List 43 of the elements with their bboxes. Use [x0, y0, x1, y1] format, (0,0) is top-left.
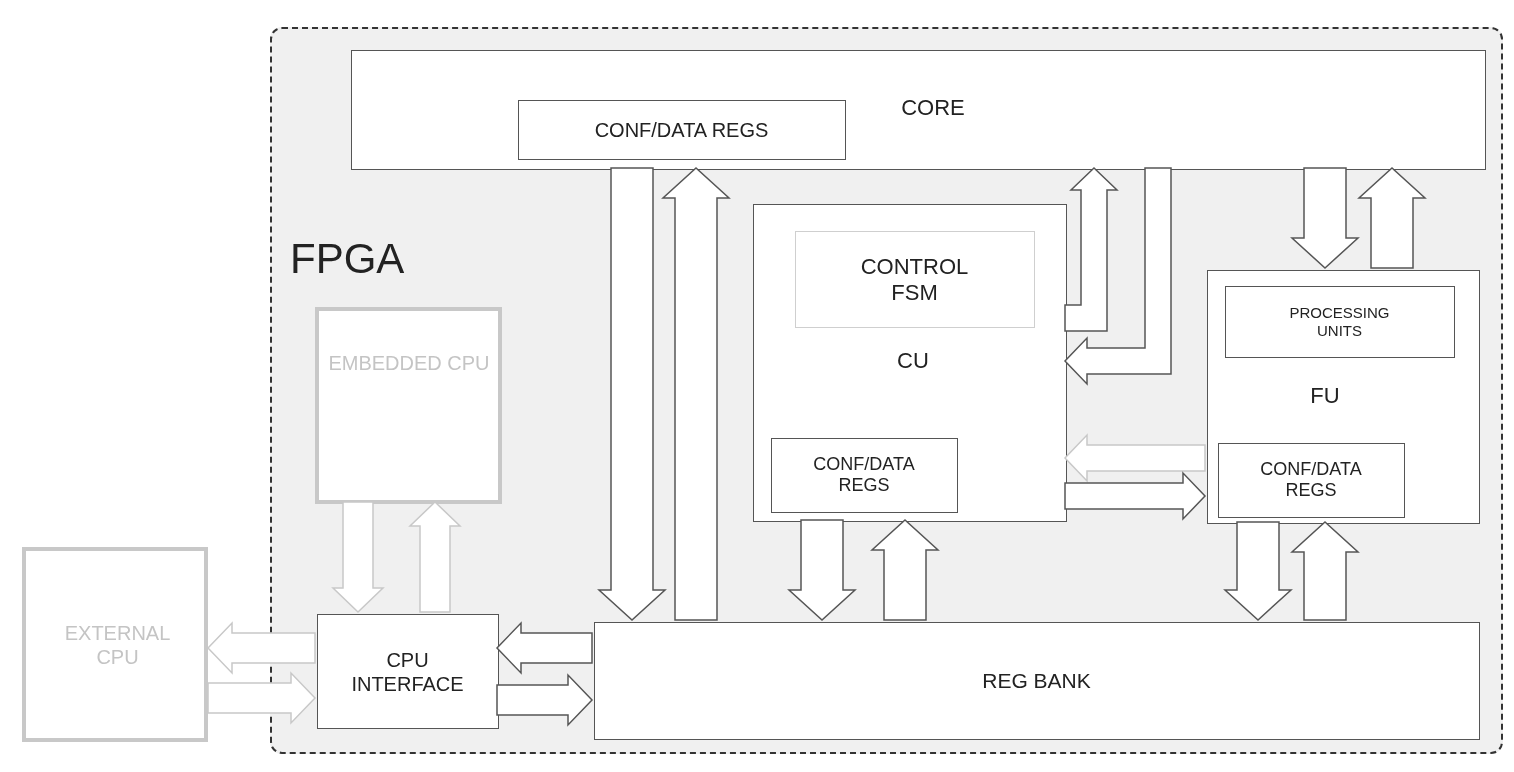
block-label: EXTERNAL CPU: [63, 620, 172, 669]
block-label: REG BANK: [981, 668, 1092, 694]
external-block-box: [22, 547, 208, 742]
bus-arrow: [1223, 521, 1293, 621]
block-label: CPU INTERFACE: [350, 647, 465, 696]
external-block-box: [315, 307, 502, 504]
block-box: [351, 50, 1486, 170]
bus-arrow: [495, 621, 593, 675]
block-label: CU: [896, 348, 930, 375]
bus-arrow: [1290, 521, 1360, 621]
block-label: FPGA: [290, 234, 406, 284]
bus-arrow: [408, 500, 462, 613]
block-box: [1207, 270, 1480, 524]
bus-arrow: [1290, 167, 1360, 269]
block-label: PROCESSING UNITS: [1288, 304, 1391, 340]
block-box: [1225, 286, 1455, 358]
block-box: [771, 438, 958, 513]
bus-arrow: [1357, 167, 1427, 269]
block-label: EMBEDDED CPU: [327, 351, 491, 375]
block-box: [795, 231, 1035, 328]
bus-arrow: [207, 671, 317, 725]
bus-arrow: [1063, 167, 1172, 386]
bus-arrow: [1064, 166, 1119, 332]
block-box: [518, 100, 846, 160]
block-label: CORE: [900, 95, 966, 122]
bus-arrow: [661, 167, 731, 621]
bus-arrow: [206, 621, 316, 675]
bus-arrow: [496, 673, 594, 727]
block-label: CONF/DATA REGS: [593, 118, 770, 142]
bus-arrow: [870, 519, 940, 621]
block-box: [1218, 443, 1405, 518]
bus-arrow: [1064, 471, 1207, 521]
bus-arrow: [787, 519, 857, 621]
bus-arrow: [331, 501, 385, 614]
block-label: FU: [1309, 383, 1341, 410]
block-label: CONTROL FSM: [859, 253, 970, 306]
block-box: [753, 204, 1067, 522]
block-box: [317, 614, 499, 729]
block-label: CONF/DATA REGS: [1259, 458, 1363, 503]
block-box: [594, 622, 1480, 740]
bus-arrow: [597, 167, 667, 621]
block-label: CONF/DATA REGS: [812, 453, 916, 498]
bus-arrow: [1063, 433, 1206, 483]
